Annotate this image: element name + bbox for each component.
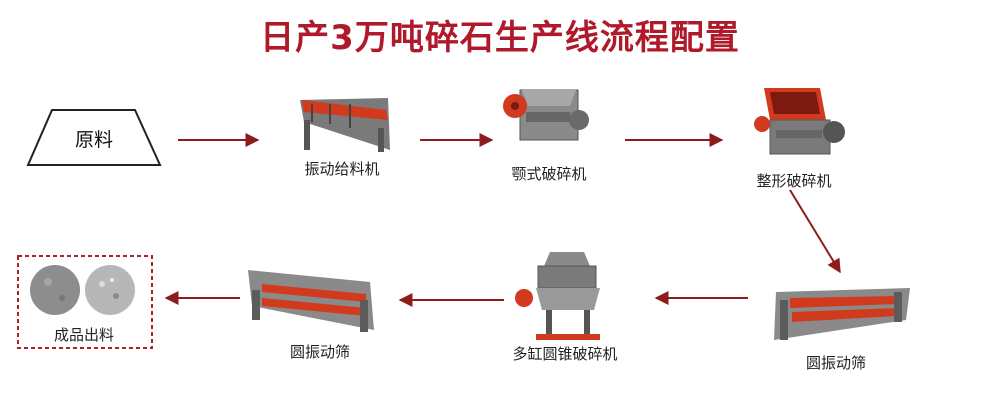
vibrating-feeder-label: 振动给料机	[304, 160, 380, 178]
jaw-crusher-label: 颚式破碎机	[511, 165, 587, 183]
circular-vibrating-screen-icon	[248, 270, 374, 332]
aggregate-sample-icon	[85, 265, 135, 315]
diagram-title: 日产3万吨碎石生产线流程配置	[260, 18, 740, 58]
arrow-shaper-to-screen	[789, 189, 841, 274]
cone-crusher-label: 多缸圆锥破碎机	[512, 345, 618, 363]
aggregate-sample-icon	[30, 265, 80, 315]
circular-vibrating-screen-icon	[774, 288, 910, 340]
shaping-crusher-label: 整形破碎机	[756, 172, 832, 190]
output-box	[17, 255, 153, 349]
multi-cylinder-cone-crusher-icon	[515, 252, 600, 340]
circular-screen-label-1: 圆振动筛	[805, 354, 867, 372]
circular-screen-label-2: 圆振动筛	[289, 343, 351, 361]
raw-material-label: 原料	[74, 129, 114, 151]
shaping-crusher-icon	[754, 88, 845, 155]
jaw-crusher-icon	[503, 89, 589, 141]
output-label: 成品出料	[53, 326, 115, 344]
vibrating-feeder-icon	[300, 98, 390, 152]
raw-material-shape	[26, 109, 162, 166]
